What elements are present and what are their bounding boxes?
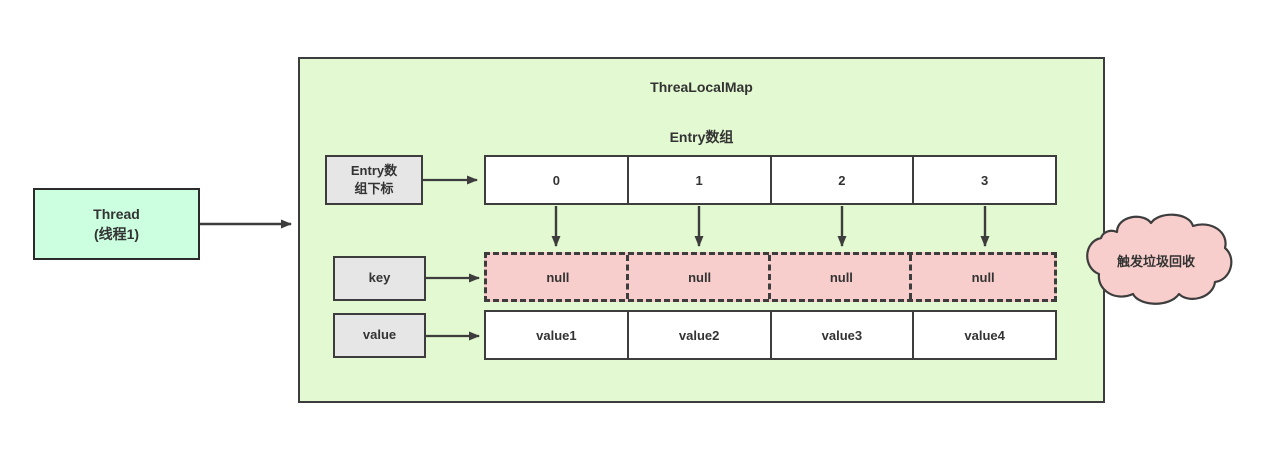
index-cell: 3	[912, 155, 1057, 205]
value-cell: value3	[769, 310, 915, 360]
key-cell: null	[767, 255, 913, 299]
key-cell: null	[546, 269, 570, 285]
index-cell: 0	[484, 155, 629, 205]
index-cell: 1	[626, 155, 772, 205]
key-label: key	[368, 270, 391, 286]
thread-label-en: Thread	[93, 205, 140, 222]
value-cell: value2	[626, 310, 772, 360]
key-row: null null null null	[484, 252, 1057, 302]
key-label-box: key	[333, 256, 426, 301]
threadlocalmap-title: ThreaLocalMap	[650, 79, 753, 95]
thread-box: Thread (线程1)	[33, 188, 200, 260]
gc-cloud: 触发垃圾回收	[1077, 212, 1235, 309]
value-label: value	[362, 327, 397, 343]
value-label-box: value	[333, 313, 426, 358]
entry-index-label-box: Entry数 组下标	[325, 155, 423, 205]
value-row: value1 value2 value3 value4	[484, 310, 1057, 360]
value-cell: value1	[484, 310, 629, 360]
thread-label-zh: (线程1)	[93, 226, 140, 242]
key-cell: null	[909, 255, 1054, 299]
index-cell: 2	[769, 155, 915, 205]
entry-index-label-line2: 组下标	[354, 181, 394, 196]
entry-index-label-line1: Entry数	[350, 162, 398, 178]
cloud-shape	[1086, 213, 1233, 305]
value-cell: value4	[912, 310, 1057, 360]
entry-array-title: Entry数组	[669, 129, 734, 145]
key-cell: null	[625, 255, 771, 299]
index-row: 0 1 2 3	[484, 155, 1057, 205]
